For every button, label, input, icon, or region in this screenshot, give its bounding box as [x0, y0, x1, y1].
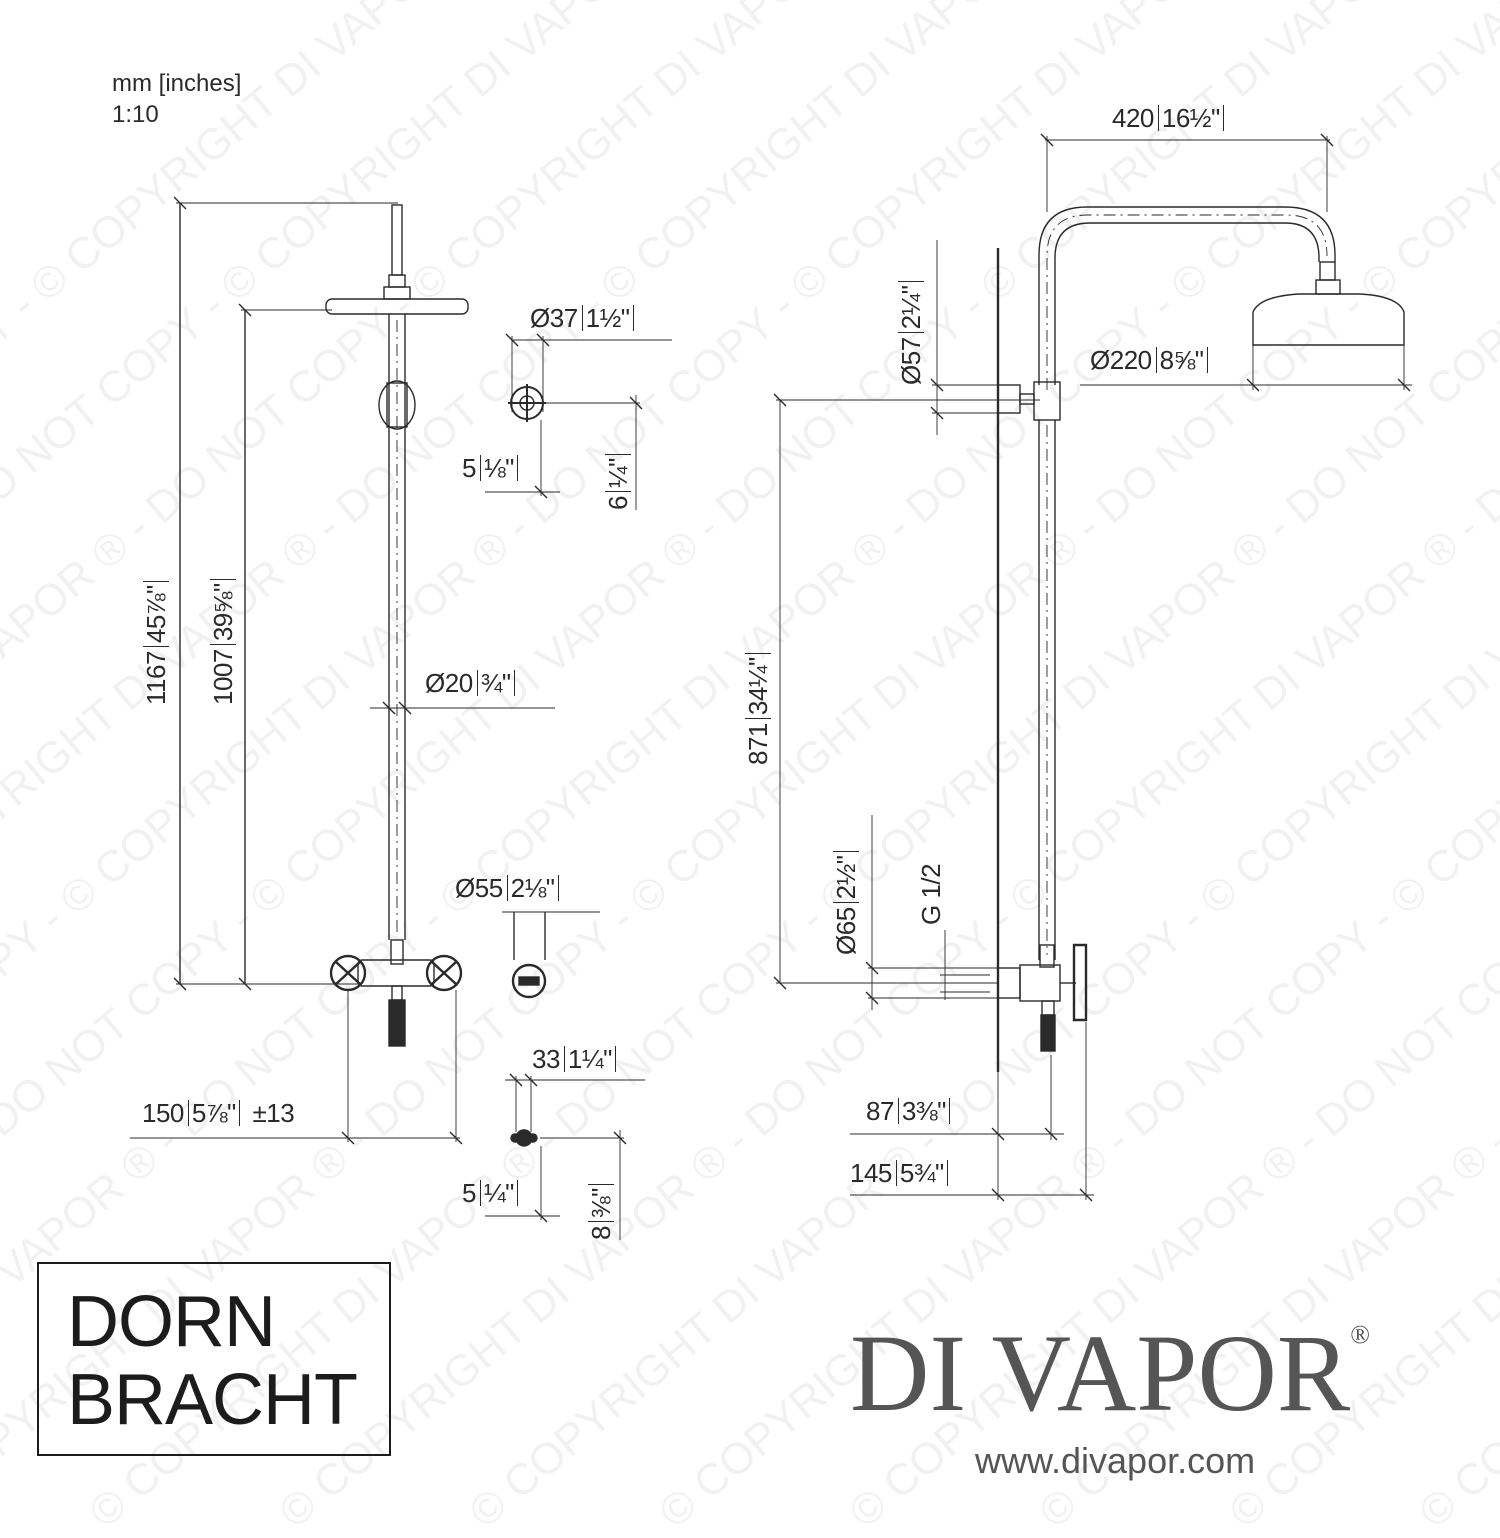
handle-detail-drawing: [485, 1073, 645, 1240]
divapor-url: www.divapor.com: [975, 1440, 1256, 1481]
front-view-drawing: [130, 196, 555, 1145]
divapor-logo: DI VAPOR®: [850, 1312, 1371, 1434]
dornbracht-logo: DORN BRACHT: [37, 1262, 391, 1456]
outlet-height-label: 87134¼": [743, 653, 773, 765]
bracket-depth-label: 6¼": [603, 454, 633, 510]
logo-line-1: DORN: [67, 1282, 276, 1362]
height-total-label: 116745⅞": [141, 581, 171, 705]
flange-diameter-label: Ø652½": [831, 851, 861, 955]
handle-depth-label: 8⅜": [586, 1184, 616, 1240]
technical-drawing: [130, 133, 1412, 1240]
units-note: mm [inches] 1:10: [112, 68, 241, 130]
logo-line-2: BRACHT: [67, 1360, 358, 1440]
units-label: mm [inches]: [112, 70, 242, 97]
scale-label: 1:10: [112, 101, 159, 129]
wall-bracket-diameter-label: Ø572¼": [896, 281, 926, 385]
bracket-detail-drawing: [485, 333, 672, 510]
cap-detail-drawing: [502, 911, 600, 999]
thread-label: G 1/2: [916, 863, 946, 925]
side-view-drawing: [773, 133, 1412, 1202]
height-head-label: 100739⅝": [208, 579, 238, 705]
